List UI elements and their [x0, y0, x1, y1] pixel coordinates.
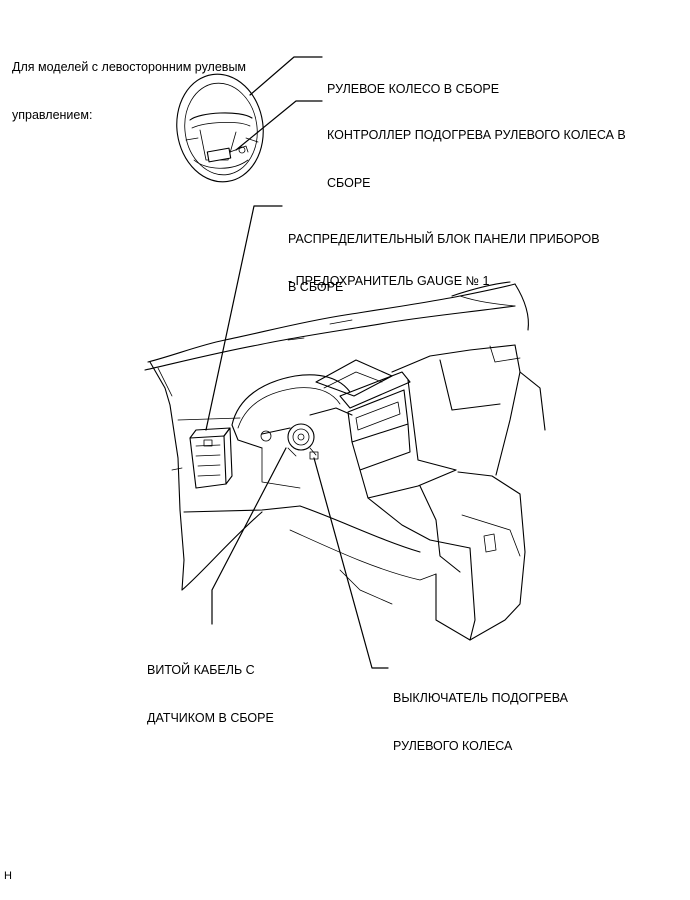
dashboard-illustration: [144, 281, 546, 641]
label-fuse-text: - ПРЕДОХРАНИТЕЛЬ GAUGE № 1: [288, 274, 490, 288]
label-spiral-cable-line2: ДАТЧИКОМ В СБОРЕ: [147, 711, 274, 725]
label-heater-controller-line1: КОНТРОЛЛЕР ПОДОГРЕВА РУЛЕВОГО КОЛЕСА В: [327, 128, 626, 142]
label-junction-block-line2: В СБОРЕ: [288, 280, 344, 294]
corner-mark-text: H: [4, 870, 12, 882]
diagram-art: [144, 56, 546, 669]
leader-heater-switch: [313, 457, 389, 669]
heater-controller-illustration: [206, 145, 249, 163]
lhd-note-line1: Для моделей с левосторонним рулевым: [12, 60, 247, 74]
leader-spiral-cable: [211, 447, 287, 625]
label-heater-controller-line2: СБОРЕ: [327, 176, 371, 190]
label-heater-switch-line1: ВЫКЛЮЧАТЕЛЬ ПОДОГРЕВА: [393, 691, 568, 705]
label-heater-switch: ВЫКЛЮЧАТЕЛЬ ПОДОГРЕВА РУЛЕВОГО КОЛЕСА: [393, 658, 568, 770]
lhd-note: Для моделей с левосторонним рулевым упра…: [12, 27, 246, 139]
steering-wheel-illustration: [176, 73, 264, 183]
label-heater-controller: КОНТРОЛЛЕР ПОДОГРЕВА РУЛЕВОГО КОЛЕСА В С…: [327, 95, 626, 207]
label-fuse: - ПРЕДОХРАНИТЕЛЬ GAUGE № 1: [288, 241, 489, 305]
lhd-note-line2: управлением:: [12, 108, 93, 122]
label-junction-block-line1: РАСПРЕДЕЛИТЕЛЬНЫЙ БЛОК ПАНЕЛИ ПРИБОРОВ: [288, 232, 600, 246]
leader-steering-wheel: [249, 56, 323, 96]
label-spiral-cable: ВИТОЙ КАБЕЛЬ С ДАТЧИКОМ В СБОРЕ: [147, 630, 274, 742]
junction-block-illustration: [189, 427, 233, 489]
leader-heater-controller: [235, 100, 323, 151]
label-spiral-cable-line1: ВИТОЙ КАБЕЛЬ С: [147, 663, 255, 677]
label-steering-wheel-text: РУЛЕВОЕ КОЛЕСО В СБОРЕ: [327, 82, 500, 96]
label-junction-block: РАСПРЕДЕЛИТЕЛЬНЫЙ БЛОК ПАНЕЛИ ПРИБОРОВ В…: [288, 199, 600, 311]
label-steering-wheel: РУЛЕВОЕ КОЛЕСО В СБОРЕ: [327, 49, 499, 113]
leader-junction-block: [205, 205, 283, 431]
label-heater-switch-line2: РУЛЕВОГО КОЛЕСА: [393, 739, 513, 753]
